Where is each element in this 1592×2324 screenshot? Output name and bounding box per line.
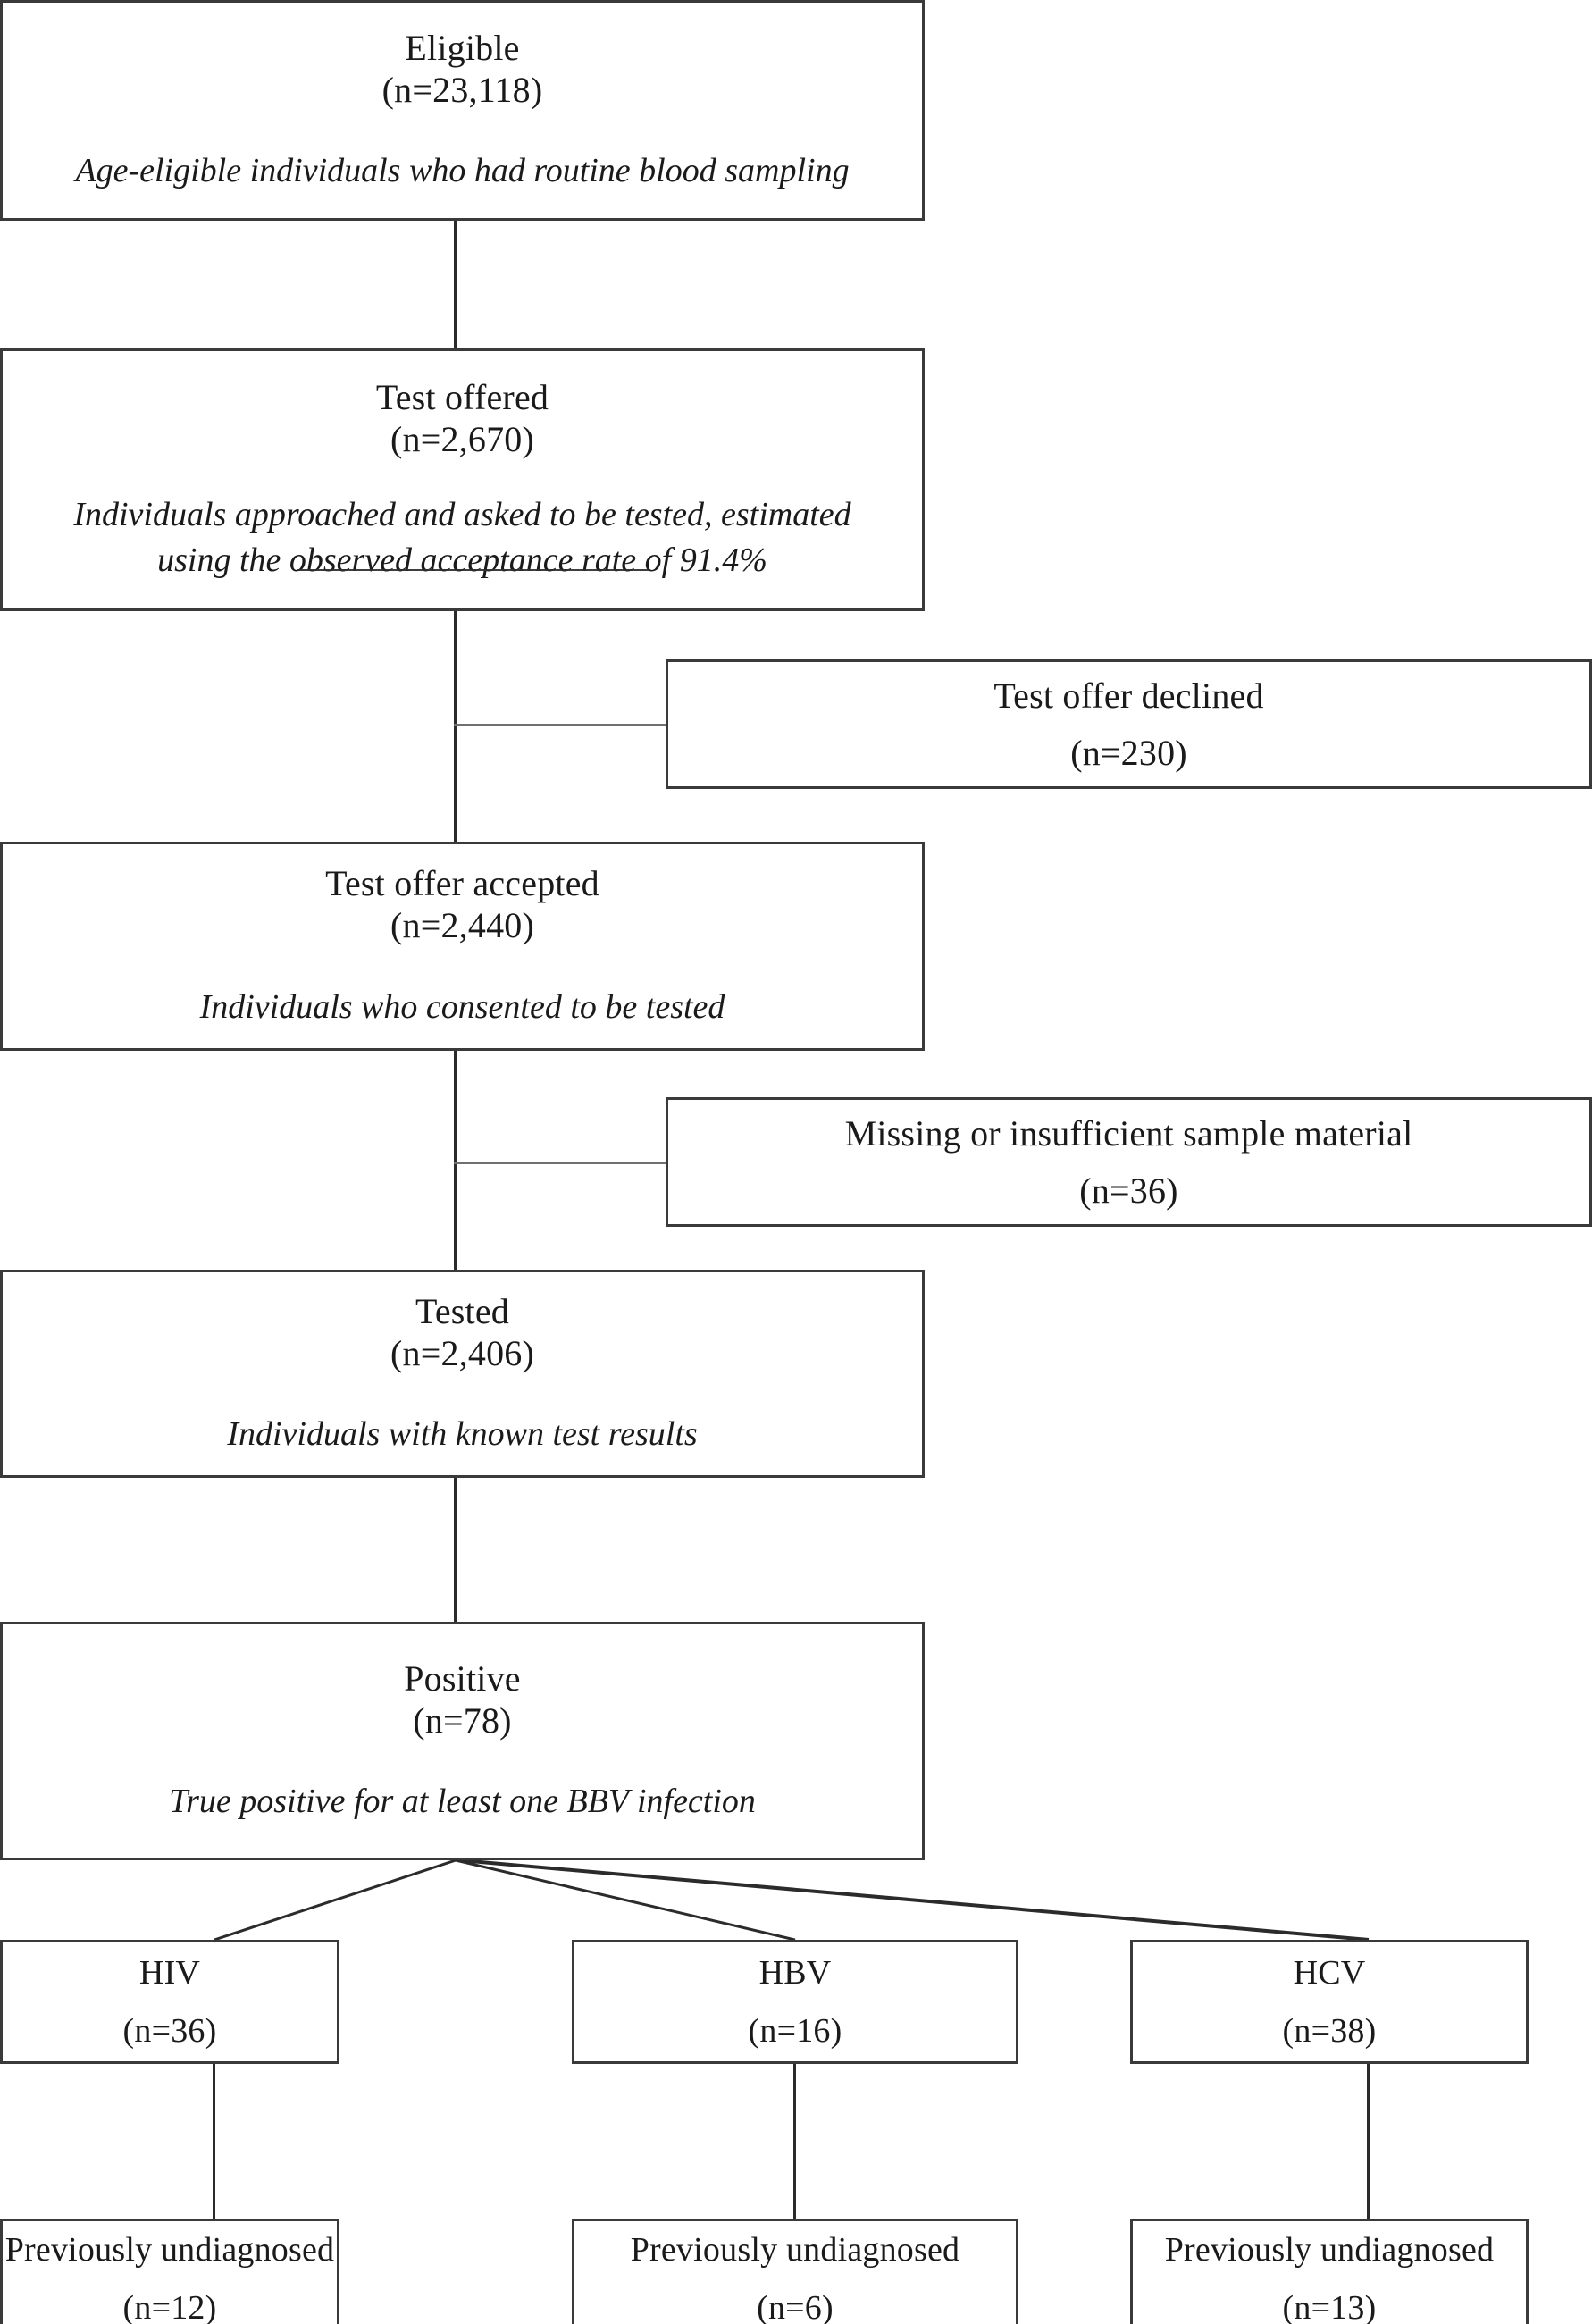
node-hiv-previously-undiagnosed[interactable]: Previously undiagnosed (n=12) bbox=[0, 2219, 339, 2324]
node-tested-count: (n=2,406) bbox=[390, 1332, 534, 1373]
node-hcv-previously-undiagnosed[interactable]: Previously undiagnosed (n=13) bbox=[1130, 2219, 1529, 2324]
node-test-offer-declined-count: (n=230) bbox=[1070, 732, 1187, 773]
node-positive-count: (n=78) bbox=[413, 1699, 512, 1741]
node-test-offered-count: (n=2,670) bbox=[390, 418, 534, 459]
node-hcv-title: HCV bbox=[1293, 1953, 1366, 1992]
scan-artifact-line bbox=[297, 569, 649, 571]
node-test-offered-description-line1: Individuals approached and asked to be t… bbox=[73, 495, 851, 533]
node-positive-title: Positive bbox=[404, 1657, 521, 1699]
node-hcv-count: (n=38) bbox=[1282, 2011, 1377, 2050]
node-test-offer-accepted-description: Individuals who consented to be tested bbox=[199, 987, 725, 1026]
node-hcv-previously-undiagnosed-count: (n=13) bbox=[1282, 2288, 1377, 2324]
node-hbv[interactable]: HBV (n=16) bbox=[572, 1940, 1018, 2064]
node-hiv-previously-undiagnosed-count: (n=12) bbox=[122, 2288, 217, 2324]
node-hbv-count: (n=16) bbox=[748, 2011, 842, 2050]
node-hcv[interactable]: HCV (n=38) bbox=[1130, 1940, 1529, 2064]
node-eligible[interactable]: Eligible (n=23,118) Age-eligible individ… bbox=[0, 0, 925, 221]
node-test-offered-title: Test offered bbox=[375, 376, 549, 417]
node-hiv-count: (n=36) bbox=[122, 2011, 217, 2050]
node-hcv-previously-undiagnosed-title: Previously undiagnosed bbox=[1164, 2230, 1495, 2269]
node-hbv-previously-undiagnosed-count: (n=6) bbox=[757, 2288, 834, 2324]
node-eligible-title: Eligible bbox=[405, 27, 520, 68]
connector-hbv-to-undiagnosed bbox=[793, 2064, 796, 2219]
node-test-offer-accepted-title: Test offer accepted bbox=[325, 863, 599, 904]
node-missing-sample-title: Missing or insufficient sample material bbox=[844, 1113, 1413, 1154]
node-positive[interactable]: Positive (n=78) True positive for at lea… bbox=[0, 1622, 925, 1860]
node-tested-description: Individuals with known test results bbox=[227, 1415, 698, 1454]
node-eligible-count: (n=23,118) bbox=[381, 69, 543, 110]
node-hiv-previously-undiagnosed-title: Previously undiagnosed bbox=[4, 2230, 335, 2269]
connector-eligible-to-offered bbox=[454, 221, 457, 348]
node-test-offered[interactable]: Test offered (n=2,670) Individuals appro… bbox=[0, 348, 925, 611]
node-hbv-previously-undiagnosed-title: Previously undiagnosed bbox=[630, 2230, 960, 2269]
node-test-offer-accepted[interactable]: Test offer accepted (n=2,440) Individual… bbox=[0, 842, 925, 1051]
connector-hiv-to-undiagnosed bbox=[213, 2064, 215, 2219]
node-missing-sample-count: (n=36) bbox=[1079, 1170, 1178, 1211]
connector-offered-to-accepted bbox=[454, 611, 457, 842]
node-missing-sample[interactable]: Missing or insufficient sample material … bbox=[666, 1097, 1592, 1227]
node-hbv-title: HBV bbox=[758, 1953, 832, 1992]
node-eligible-description: Age-eligible individuals who had routine… bbox=[75, 152, 850, 190]
connector-accepted-to-missing-sample bbox=[454, 1162, 668, 1164]
node-test-offered-description-line2: using the observed acceptance rate of 91… bbox=[157, 541, 767, 580]
node-test-offer-accepted-count: (n=2,440) bbox=[390, 905, 534, 946]
connector-hcv-to-undiagnosed bbox=[1367, 2064, 1370, 2219]
node-hiv[interactable]: HIV (n=36) bbox=[0, 1940, 339, 2064]
node-hbv-previously-undiagnosed[interactable]: Previously undiagnosed (n=6) bbox=[572, 2219, 1018, 2324]
node-positive-description: True positive for at least one BBV infec… bbox=[169, 1783, 756, 1821]
node-test-offer-declined[interactable]: Test offer declined (n=230) bbox=[666, 659, 1592, 789]
connector-tested-to-positive bbox=[454, 1478, 457, 1622]
node-test-offer-declined-title: Test offer declined bbox=[993, 675, 1264, 717]
node-tested[interactable]: Tested (n=2,406) Individuals with known … bbox=[0, 1270, 925, 1478]
node-hiv-title: HIV bbox=[138, 1953, 201, 1992]
node-tested-title: Tested bbox=[415, 1290, 510, 1331]
connector-accepted-to-tested bbox=[454, 1051, 457, 1270]
connector-offered-to-declined bbox=[454, 724, 668, 726]
